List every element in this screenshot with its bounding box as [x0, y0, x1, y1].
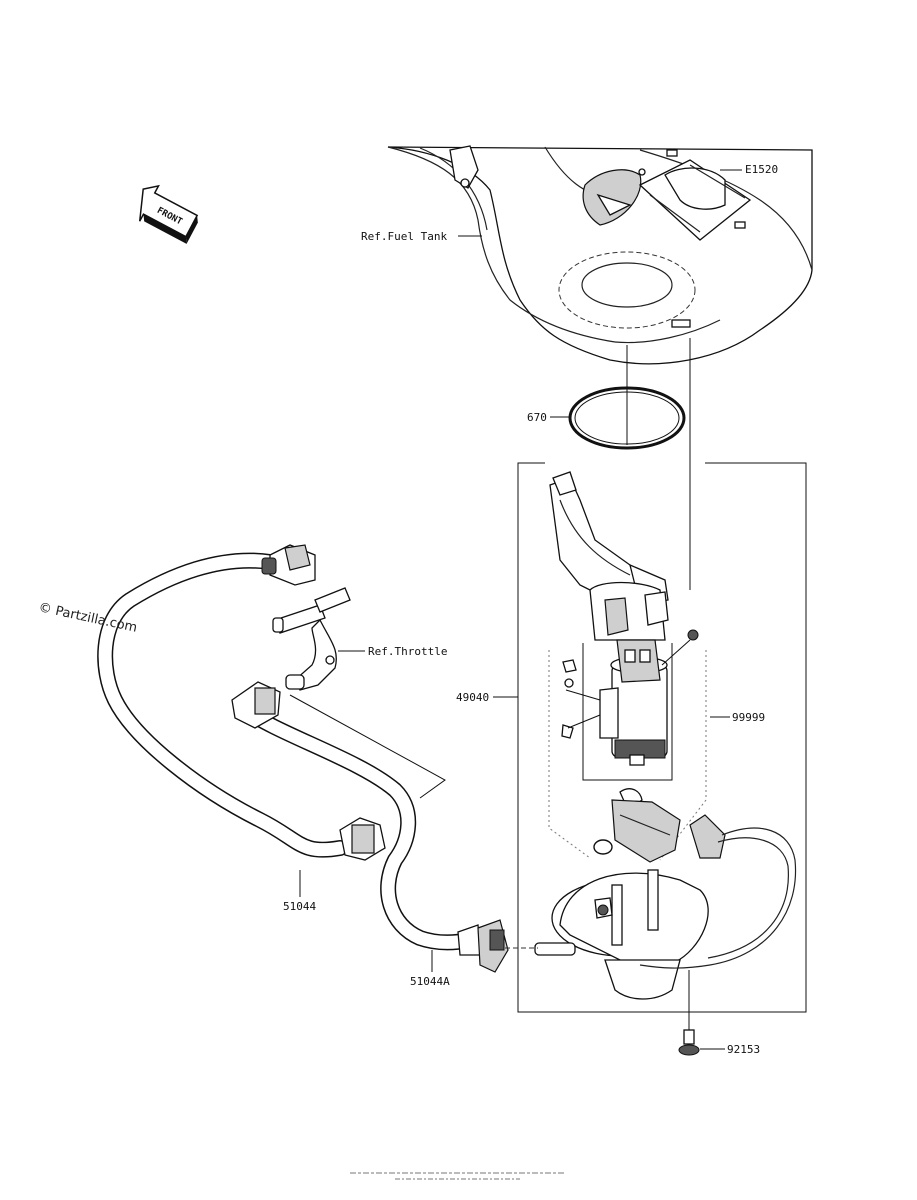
callout-ref-throttle: Ref.Throttle [368, 645, 447, 658]
fuel-tank [387, 145, 813, 365]
o-ring-670 [568, 386, 686, 450]
callout-51044a: 51044A [410, 975, 450, 988]
bracket-e1520 [638, 149, 752, 241]
hose-51044 [97, 544, 386, 861]
callout-99999: 99999 [732, 711, 765, 724]
throttle-fitting [272, 587, 351, 691]
bolt-92153 [678, 970, 700, 1056]
callout-670: 670 [527, 411, 547, 424]
callout-51044: 51044 [283, 900, 316, 913]
front-badge: FRONT [138, 184, 199, 244]
callout-e1520: E1520 [745, 163, 778, 176]
pump-assembly-box [517, 462, 807, 1013]
callout-92153: 92153 [727, 1043, 760, 1056]
fuel-pump [534, 471, 797, 1000]
hose-51044a [231, 681, 509, 973]
callout-49040: 49040 [456, 691, 489, 704]
callout-ref-fuel-tank: Ref.Fuel Tank [361, 230, 447, 243]
